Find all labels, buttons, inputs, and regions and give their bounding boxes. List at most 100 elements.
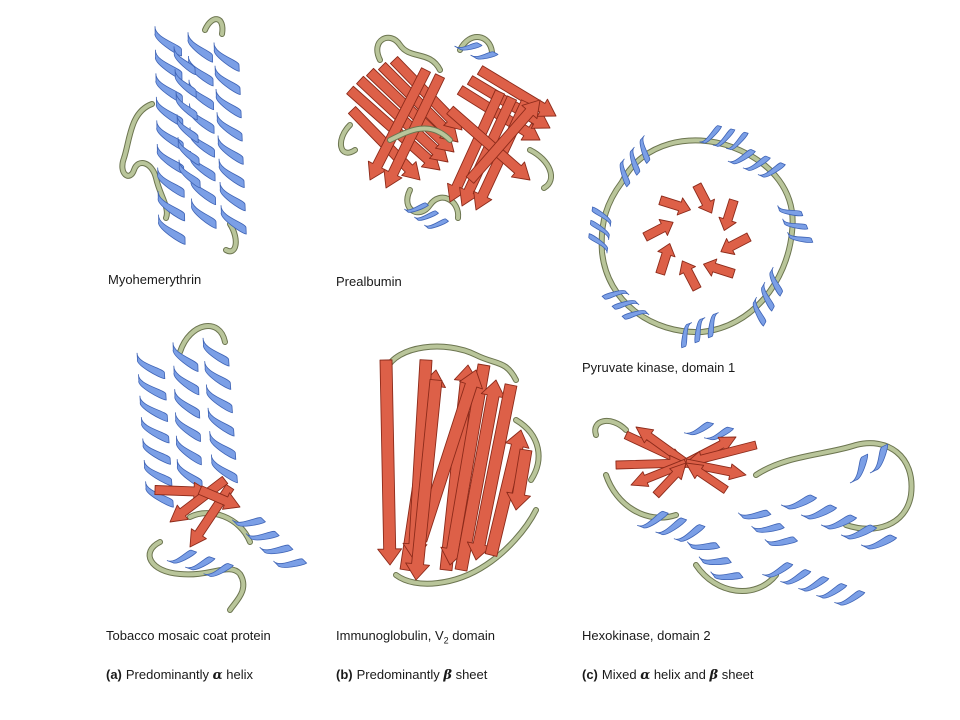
caption-a-text-before: Predominantly [125,667,213,682]
prealbumin-strand-7 [367,67,431,181]
caption-a-greek: α [212,668,223,683]
caption-b: (b)Predominantly β sheet [336,667,487,683]
hexokinase-coil-4 [693,562,779,594]
caption-c-tag: (c) [582,667,598,682]
prealbumin-coil-1 [374,34,443,73]
caption-a-text-after: helix [222,667,253,682]
prealbumin-label: Prealbumin [336,274,402,289]
pyruvate-kinase-strand-4 [655,243,676,276]
prealbumin-coil-5 [527,147,554,191]
immunoglobulin-coil-right [513,417,542,483]
hexokinase-helix-6 [849,443,889,484]
hexokinase-ribbon [592,418,915,606]
myohemerythrin-structure [100,12,280,262]
pyruvate-kinase-structure [582,122,814,352]
tobacco-mosaic-coil-bottom [146,539,247,613]
immunoglobulin-ribbon [377,343,542,587]
pyruvate-kinase-strand-5 [642,219,674,242]
prealbumin-coil-6 [387,125,453,143]
prealbumin-helix-2 [454,42,499,60]
pyruvate-kinase-helix-7 [588,206,612,254]
immunoglobulin-strand-6 [454,379,506,572]
hexokinase-helix-1 [637,510,706,542]
caption-c-greek-2: β [709,668,719,683]
pyruvate-kinase-helix-8 [699,125,749,151]
prealbumin-coil-3 [338,122,358,156]
hexokinase-coil-1 [592,418,629,438]
caption-b-tag: (b) [336,667,353,682]
caption-c-text-middle: helix and [650,667,710,682]
caption-c-text-after: sheet [718,667,754,682]
prealbumin-coil-2 [457,34,495,55]
tobacco-mosaic-helix-4 [231,517,308,568]
myohemerythrin-coil-left [119,101,170,221]
tobacco-mosaic-strand-4 [197,485,241,510]
immunoglobulin-label-subscript: 2 [443,635,449,646]
hexokinase-strand-8 [684,458,747,481]
immunoglobulin-strand-9 [506,448,533,511]
prealbumin-strand-16 [465,99,541,184]
myohemerythrin-ribbon [119,16,247,255]
pyruvate-kinase-strand-3 [679,260,702,292]
pyruvate-kinase-helix-3 [777,205,814,243]
prealbumin-ribbon [338,34,557,229]
pyruvate-kinase-helix-1 [619,135,651,188]
pyruvate-kinase-strand-2 [703,258,736,279]
hexokinase-strand-9 [685,462,729,494]
hexokinase-helix-2 [686,541,744,581]
pyruvate-kinase-helix-5 [681,312,719,349]
hexokinase-helix-7 [683,421,735,441]
tobacco-mosaic-structure [130,312,310,613]
myohemerythrin-helix-2 [187,32,217,229]
immunoglobulin-coil-top [383,343,519,383]
myohemerythrin-helix-3 [213,42,247,235]
prealbumin-strand-12 [447,89,506,203]
pyruvate-kinase-label: Pyruvate kinase, domain 1 [582,360,736,375]
myohemerythrin-label: Myohemerythrin [108,272,202,287]
tobacco-mosaic-strand-2 [169,475,229,523]
hexokinase-helix-3 [737,509,799,546]
hexokinase-helix-5 [762,562,866,606]
immunoglobulin-strand-11 [405,378,443,581]
tobacco-mosaic-ribbon [136,323,308,613]
pyruvate-kinase-helix-2 [727,149,786,178]
pyruvate-kinase-coil-ring [598,137,796,336]
hexokinase-label: Hexokinase, domain 2 [582,628,711,643]
immunoglobulin-strand-7 [466,383,518,561]
hexokinase-strand-5 [652,462,687,499]
prealbumin-helix-1 [404,202,450,229]
hexokinase-coil-3 [603,472,679,521]
tobacco-mosaic-helix-2 [172,342,203,489]
pyruvate-kinase-helix-6 [601,290,650,320]
myohemerythrin-coil-top [202,16,226,37]
immunoglobulin-label-main: Immunoglobulin, V [336,628,444,643]
caption-b-text-after: sheet [451,667,488,682]
tobacco-mosaic-helix-1 [136,352,174,508]
tobacco-mosaic-label: Tobacco mosaic coat protein [106,628,271,643]
myohemerythrin-coil-bottom [223,221,239,255]
caption-c: (c)Mixed α helix and β sheet [582,667,754,683]
caption-a-tag: (a) [106,667,122,682]
pyruvate-kinase-strand-7 [692,182,715,214]
myohemerythrin-helix-4 [173,46,201,189]
caption-c-greek: α [640,668,651,683]
prealbumin-coil-4 [404,187,462,221]
prealbumin-structure [330,30,570,250]
tobacco-mosaic-coil-top [177,323,228,355]
immunoglobulin-label: Immunoglobulin, V2 domain [336,628,495,646]
pyruvate-kinase-ribbon [588,125,814,349]
hexokinase-helix-4 [780,494,898,550]
prealbumin-strand-15 [446,105,531,181]
immunoglobulin-coil-bottom [393,507,539,587]
hexokinase-coil-2 [753,440,915,532]
tobacco-mosaic-coil-mid [187,510,253,545]
caption-a: (a)Predominantly α helix [106,667,253,683]
caption-b-text-before: Predominantly [356,667,444,682]
hexokinase-structure [586,415,926,606]
pyruvate-kinase-strand-1 [720,232,752,255]
pyruvate-kinase-strand-8 [718,198,739,231]
pyruvate-kinase-helix-4 [752,266,783,327]
immunoglobulin-strand-1 [377,359,403,566]
pyruvate-kinase-strand-6 [658,195,691,216]
immunoglobulin-label-tail: domain [448,628,495,643]
